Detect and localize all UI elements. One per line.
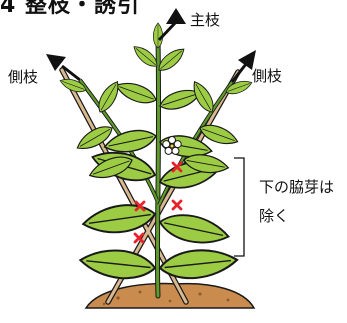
note-bracket: [234, 157, 245, 257]
main-branch-label: 主枝: [190, 11, 221, 29]
main-branch-arrow: [157, 8, 186, 42]
remove-sucker-note-line1: 下の脇芽は: [259, 178, 335, 196]
soil-texture: [102, 290, 230, 306]
side-branch-right-label: 側枝: [252, 67, 283, 85]
side-branch-left-arrow: [46, 54, 81, 82]
flower: [162, 136, 182, 155]
section-title: 4 整枝・誘引: [0, 0, 140, 18]
side-branch-right-arrow: [230, 50, 256, 83]
removal-marks: [133, 161, 183, 244]
side-branch-left-label: 側枝: [8, 68, 39, 86]
remove-sucker-note-line2: 除く: [259, 207, 290, 225]
